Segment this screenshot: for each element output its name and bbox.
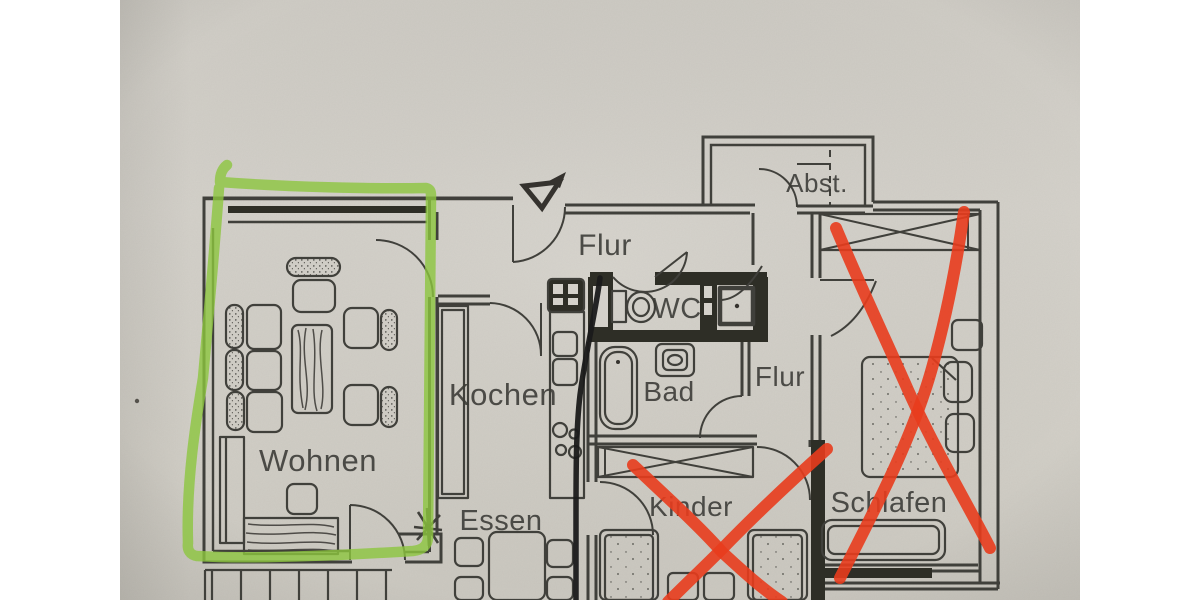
hand-annotations	[182, 159, 996, 600]
room-label-wc: WC	[652, 293, 701, 325]
stove-icon	[546, 277, 586, 314]
entrance-door	[512, 205, 567, 263]
shelf-unit	[218, 435, 246, 545]
double-bed-icon	[860, 355, 960, 479]
room-label-bad: Bad	[643, 376, 694, 407]
side-table	[285, 482, 319, 516]
room-label-abst: Abst.	[786, 168, 848, 198]
dining-table	[487, 530, 547, 600]
red-x-schlafen-stroke1	[830, 222, 996, 554]
red-x-schlafen-stroke2	[834, 206, 970, 584]
kitchen-door	[489, 302, 542, 356]
bad-fixtures	[598, 342, 696, 431]
kinder-door	[599, 481, 654, 536]
room-label-kochen: Kochen	[449, 377, 557, 412]
essen-furniture	[453, 530, 575, 600]
wc-door	[612, 251, 688, 293]
red-x-kinder-stroke2	[662, 443, 833, 600]
wc-fixtures	[610, 285, 756, 327]
sink-icon	[654, 342, 696, 378]
paper-speck	[134, 398, 140, 404]
bathtub-icon	[598, 345, 639, 431]
entrance-arrow-icon	[519, 172, 566, 213]
bad-door	[699, 395, 743, 439]
coffee-table	[290, 323, 334, 415]
abst-door	[758, 168, 798, 208]
black-marker-line	[573, 275, 603, 600]
room-label-essen: Essen	[459, 505, 542, 537]
room-label-flur-top: Flur	[578, 229, 632, 262]
wohnen-furniture	[218, 256, 443, 556]
abst-shelf	[797, 150, 831, 205]
wardrobe-icon	[818, 212, 982, 252]
bench	[820, 518, 947, 562]
balcony-railing	[203, 568, 392, 600]
room-label-wohnen: Wohnen	[259, 443, 377, 478]
flur-door	[719, 265, 763, 301]
wardrobe-icon	[596, 445, 755, 479]
washbasin-icon	[717, 285, 756, 327]
room-label-flur-right: Flur	[755, 361, 805, 392]
green-highlight-rect	[182, 159, 437, 563]
nightstand	[950, 318, 984, 352]
kinder-flur-door	[756, 446, 811, 501]
